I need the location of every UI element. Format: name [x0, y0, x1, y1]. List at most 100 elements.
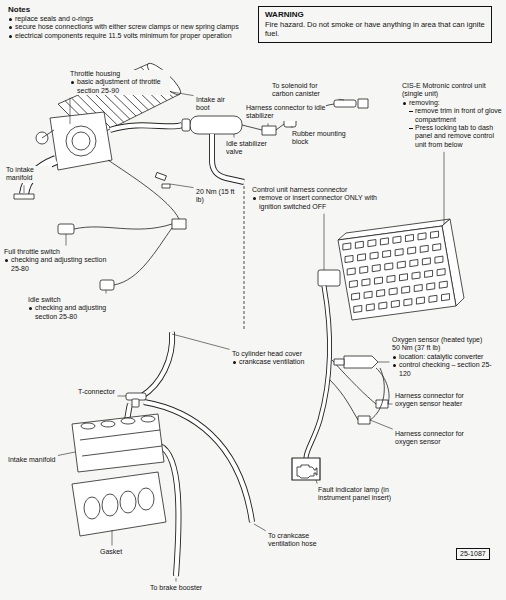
leader-line: [70, 98, 71, 124]
wiring-harness: [330, 380, 358, 420]
bullet-note: secure hose connections with either scre…: [8, 23, 239, 31]
hose: [14, 125, 182, 199]
connector-pin: [402, 286, 410, 293]
intake-manifold: [141, 416, 155, 422]
leader-line: [268, 123, 269, 126]
connector-pin: [364, 291, 372, 298]
connector-pin: [422, 258, 430, 265]
leader-lines: [24, 91, 444, 582]
connector-pin: [439, 281, 447, 288]
dashed-routing: [244, 186, 245, 330]
callout-label: 20 Nm (15 ft lb): [196, 188, 236, 205]
callout-label: CIS-E Motronic control unit (single unit…: [402, 82, 502, 99]
connector-pin: [391, 300, 399, 307]
callout-group: 20 Nm (15 ft lb): [196, 188, 236, 205]
idle-stabilizer-valve: [334, 100, 356, 107]
connector-pin: [435, 256, 443, 263]
connector-pin: [405, 234, 413, 241]
intake-manifold: [121, 418, 135, 424]
leader-line: [58, 452, 75, 456]
callout-group: Harness connector to idle stabilizer: [246, 104, 326, 121]
connector-pin: [355, 241, 363, 248]
control-unit: [318, 270, 340, 286]
connector-pin: [368, 240, 376, 247]
hose-inner: [142, 332, 172, 396]
callout-label: Idle switch: [28, 296, 128, 304]
bullet-note: replace seals and o-rings: [8, 15, 239, 23]
callout-group: Full throttle switchchecking and adjusti…: [4, 248, 114, 273]
bullet-note: location: catalytic converter: [392, 353, 502, 361]
leader-line: [106, 290, 107, 294]
fault-lamp: [292, 458, 320, 480]
callout-group: Notesreplace seals and o-ringssecure hos…: [8, 5, 239, 40]
leader-line: [339, 99, 345, 101]
connector-pin: [395, 249, 403, 256]
callout-group: Gasket: [100, 548, 122, 556]
callout-label: Harness connector for oxygen sensor: [395, 430, 485, 447]
leader-line: [254, 524, 266, 531]
connector-pin: [358, 254, 366, 261]
gasket: [72, 472, 166, 536]
callout-group: To crankcase ventilation hose: [268, 532, 340, 549]
warning-box: WARNINGFire hazard. Do not smoke or have…: [258, 6, 492, 43]
callout-group: Idle stabilizer valve: [226, 140, 278, 157]
sub-note: Press locking tab to dash panel and remo…: [402, 124, 502, 149]
connector-pin: [414, 284, 422, 291]
throttle-switch: [74, 224, 172, 229]
leader-line: [24, 185, 25, 193]
callout-label: Fault indicator lamp (in instrument pane…: [318, 486, 418, 503]
bullet-note: checking and adjusting section 25-80: [4, 256, 114, 273]
callout-group: Idle switchchecking and adjusting sectio…: [28, 296, 128, 321]
connector-pin: [393, 236, 401, 243]
connector-pin: [425, 270, 433, 277]
connector-pin: [404, 299, 412, 306]
connector-pin: [343, 243, 351, 250]
t-connector: [132, 399, 139, 407]
leader-line: [172, 334, 230, 349]
leader-line: [378, 362, 390, 363]
throttle-housing: [42, 130, 54, 138]
wiring-harness: [358, 416, 370, 424]
callout-label: Intake manifold: [8, 456, 55, 464]
callout-label: Control unit harness connector: [252, 186, 382, 194]
leader-line: [170, 184, 194, 188]
wiring-harness: [306, 286, 389, 458]
leader-line: [176, 578, 177, 582]
leader-line: [370, 420, 393, 429]
callout-label: Rubber mounting block: [292, 130, 346, 147]
sub-note: remove trim in front of glove compartmen…: [402, 107, 502, 124]
callout-group: CIS-E Motronic control unit (single unit…: [402, 82, 502, 149]
callout-label: To brake booster: [150, 584, 202, 592]
connector-pin: [397, 261, 405, 268]
callout-group: To cylinder head covercrankcase ventilat…: [232, 350, 304, 367]
callout-group: T-connector: [78, 388, 115, 396]
idle-stabilizer-valve: [262, 126, 276, 135]
hose-inner: [110, 125, 182, 130]
throttle-housing: [72, 132, 90, 150]
wiring-harness: [306, 286, 330, 458]
leader-line: [166, 91, 194, 96]
idle-stabilizer-valve: [190, 116, 242, 134]
oxygen-sensor: [334, 359, 344, 365]
connector-pin: [345, 255, 353, 262]
callout-label: Idle stabilizer valve: [226, 140, 278, 157]
leader-line: [118, 396, 127, 397]
connector-pin: [433, 244, 441, 251]
box-text: 25-1087: [460, 550, 486, 558]
connector-pin: [385, 263, 393, 270]
throttle-switch: [172, 219, 186, 229]
idle-stabilizer-valve: [182, 119, 190, 131]
connector-pin: [352, 293, 360, 300]
gasket: [102, 494, 118, 516]
callout-label: Gasket: [100, 548, 122, 556]
figure-number-box: 25-1087: [456, 548, 490, 560]
connector-pin: [360, 266, 368, 273]
wiring-harness: [370, 368, 384, 420]
callout-label: T-connector: [78, 388, 115, 396]
callout-group: Harness connector for oxygen sensor heat…: [395, 392, 485, 409]
connector-pin: [429, 295, 437, 302]
gasket: [84, 497, 100, 519]
bullet-note: removing:: [402, 99, 502, 107]
callout-group: Intake manifold: [8, 456, 55, 464]
box-text: Fire hazard. Do not smoke or have anythi…: [265, 20, 485, 38]
